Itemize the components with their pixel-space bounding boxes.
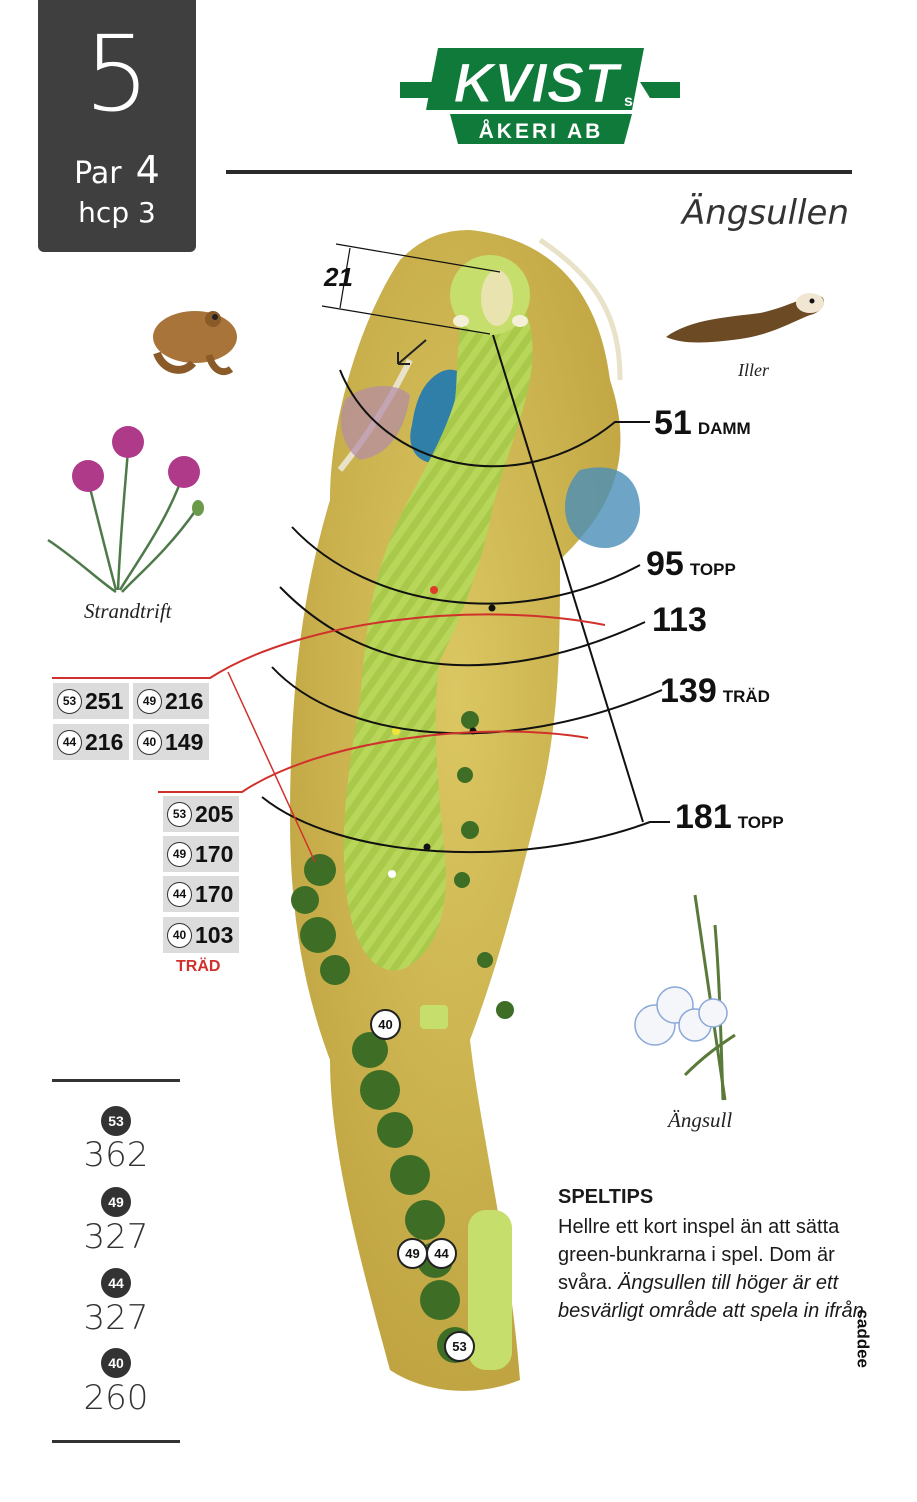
total-length: 327 <box>83 1298 149 1338</box>
yardage-value: 205 <box>195 800 234 827</box>
cart-path-right <box>538 237 623 381</box>
total-length: 327 <box>83 1217 149 1257</box>
tee-badge: 53 <box>57 688 82 714</box>
brand-mark: caddee <box>854 1309 873 1368</box>
marker-yellow <box>392 727 400 735</box>
arc-113 <box>279 586 646 667</box>
tips-body: Hellre ett kort inspel än att sätta gree… <box>558 1213 878 1325</box>
ferret-icon <box>666 293 825 343</box>
header-divider <box>226 170 852 174</box>
yardage-value: 170 <box>195 840 234 867</box>
hcp-value: hcp 3 <box>78 196 156 229</box>
yardage-value: 216 <box>85 728 124 755</box>
distance-113: 113 <box>652 601 707 639</box>
hole-number: 5 <box>83 13 151 135</box>
green-depth-label: 21 <box>323 262 353 292</box>
yardage-value: 216 <box>165 687 204 714</box>
carry-line-1 <box>52 613 606 679</box>
carry-line-2 <box>158 730 589 793</box>
map-tee-53: 53 <box>444 1331 475 1362</box>
sponsor-subtitle: ÅKERI AB <box>479 119 604 143</box>
total-tee-badge: 49 <box>101 1187 131 1217</box>
green-bunker-right <box>512 315 528 327</box>
total-length: 362 <box>83 1135 149 1175</box>
arc-181 <box>261 796 670 854</box>
green-bunker-left <box>453 315 469 327</box>
tee-box-40 <box>420 1005 448 1029</box>
depth-line-bottom <box>321 305 491 335</box>
marker-red <box>430 586 438 594</box>
yardage-value: 149 <box>165 728 204 755</box>
table-2-label: TRÄD <box>176 958 221 975</box>
arc-139 <box>271 666 663 735</box>
tee-badge: 49 <box>137 688 162 714</box>
tee-badge: 44 <box>57 729 82 755</box>
totals-bottom-rule <box>52 1440 180 1443</box>
tee-box-back <box>468 1210 512 1370</box>
total-tee-badge: 40 <box>101 1348 131 1378</box>
tee-badge: 53 <box>167 801 192 827</box>
map-tee-40: 40 <box>370 1009 401 1040</box>
tips-title: SPELTIPS <box>558 1186 654 1208</box>
tee-badge: 44 <box>167 881 192 907</box>
arc-51 <box>339 369 650 468</box>
sponsor-suffix: s <box>624 93 633 110</box>
fairway <box>343 270 533 971</box>
sea-thrift-icon <box>47 426 204 594</box>
ferret-caption: Iller <box>738 360 769 380</box>
arc-181-dot <box>423 843 431 851</box>
yardage-value: 103 <box>195 921 234 948</box>
tee-badge: 49 <box>167 841 192 867</box>
arc-95 <box>291 526 641 605</box>
map-tee-49: 49 <box>397 1238 428 1269</box>
arc-139-dot <box>469 727 477 735</box>
thrift-caption: Strandtrift <box>84 599 172 623</box>
cottongrass-caption: Ängsull <box>668 1108 733 1132</box>
green-bunker-center <box>481 270 513 326</box>
depth-line-top <box>335 243 501 273</box>
carry-connector <box>227 671 316 863</box>
sponsor-name: KVIST <box>454 51 624 114</box>
direction-arrow-icon <box>397 339 427 365</box>
par-value: 4 <box>135 148 160 192</box>
par-line: Par 4 <box>38 148 196 192</box>
tips-text: Hellre ett kort inspel än att sätta gree… <box>558 1216 840 1294</box>
total-tee-badge: 53 <box>101 1106 131 1136</box>
map-tee-44: 44 <box>426 1238 457 1269</box>
toad-icon <box>153 311 237 376</box>
total-length: 260 <box>83 1378 149 1418</box>
tee-badge: 40 <box>167 922 192 948</box>
sponsor-logo: KVIST s ÅKERI AB <box>400 48 680 144</box>
hole-info-box: 5 Par 4 hcp 3 <box>38 0 196 252</box>
depth-line-vertical <box>339 247 351 309</box>
total-tee-badge: 44 <box>101 1268 131 1298</box>
tips-italic-text: Ängsullen till höger är ett besvärligt o… <box>558 1272 864 1322</box>
pond-right <box>565 467 640 549</box>
yardage-value: 251 <box>85 687 124 714</box>
hole-name: Ängsullen <box>681 193 849 233</box>
cottongrass-icon <box>634 894 736 1101</box>
yardage-value: 170 <box>195 880 234 907</box>
par-label: Par <box>74 156 122 191</box>
totals-top-rule <box>52 1079 180 1082</box>
tee-badge: 40 <box>137 729 162 755</box>
marker-white <box>388 870 396 878</box>
arc-95-dot <box>488 604 496 612</box>
measure-line <box>492 334 644 823</box>
